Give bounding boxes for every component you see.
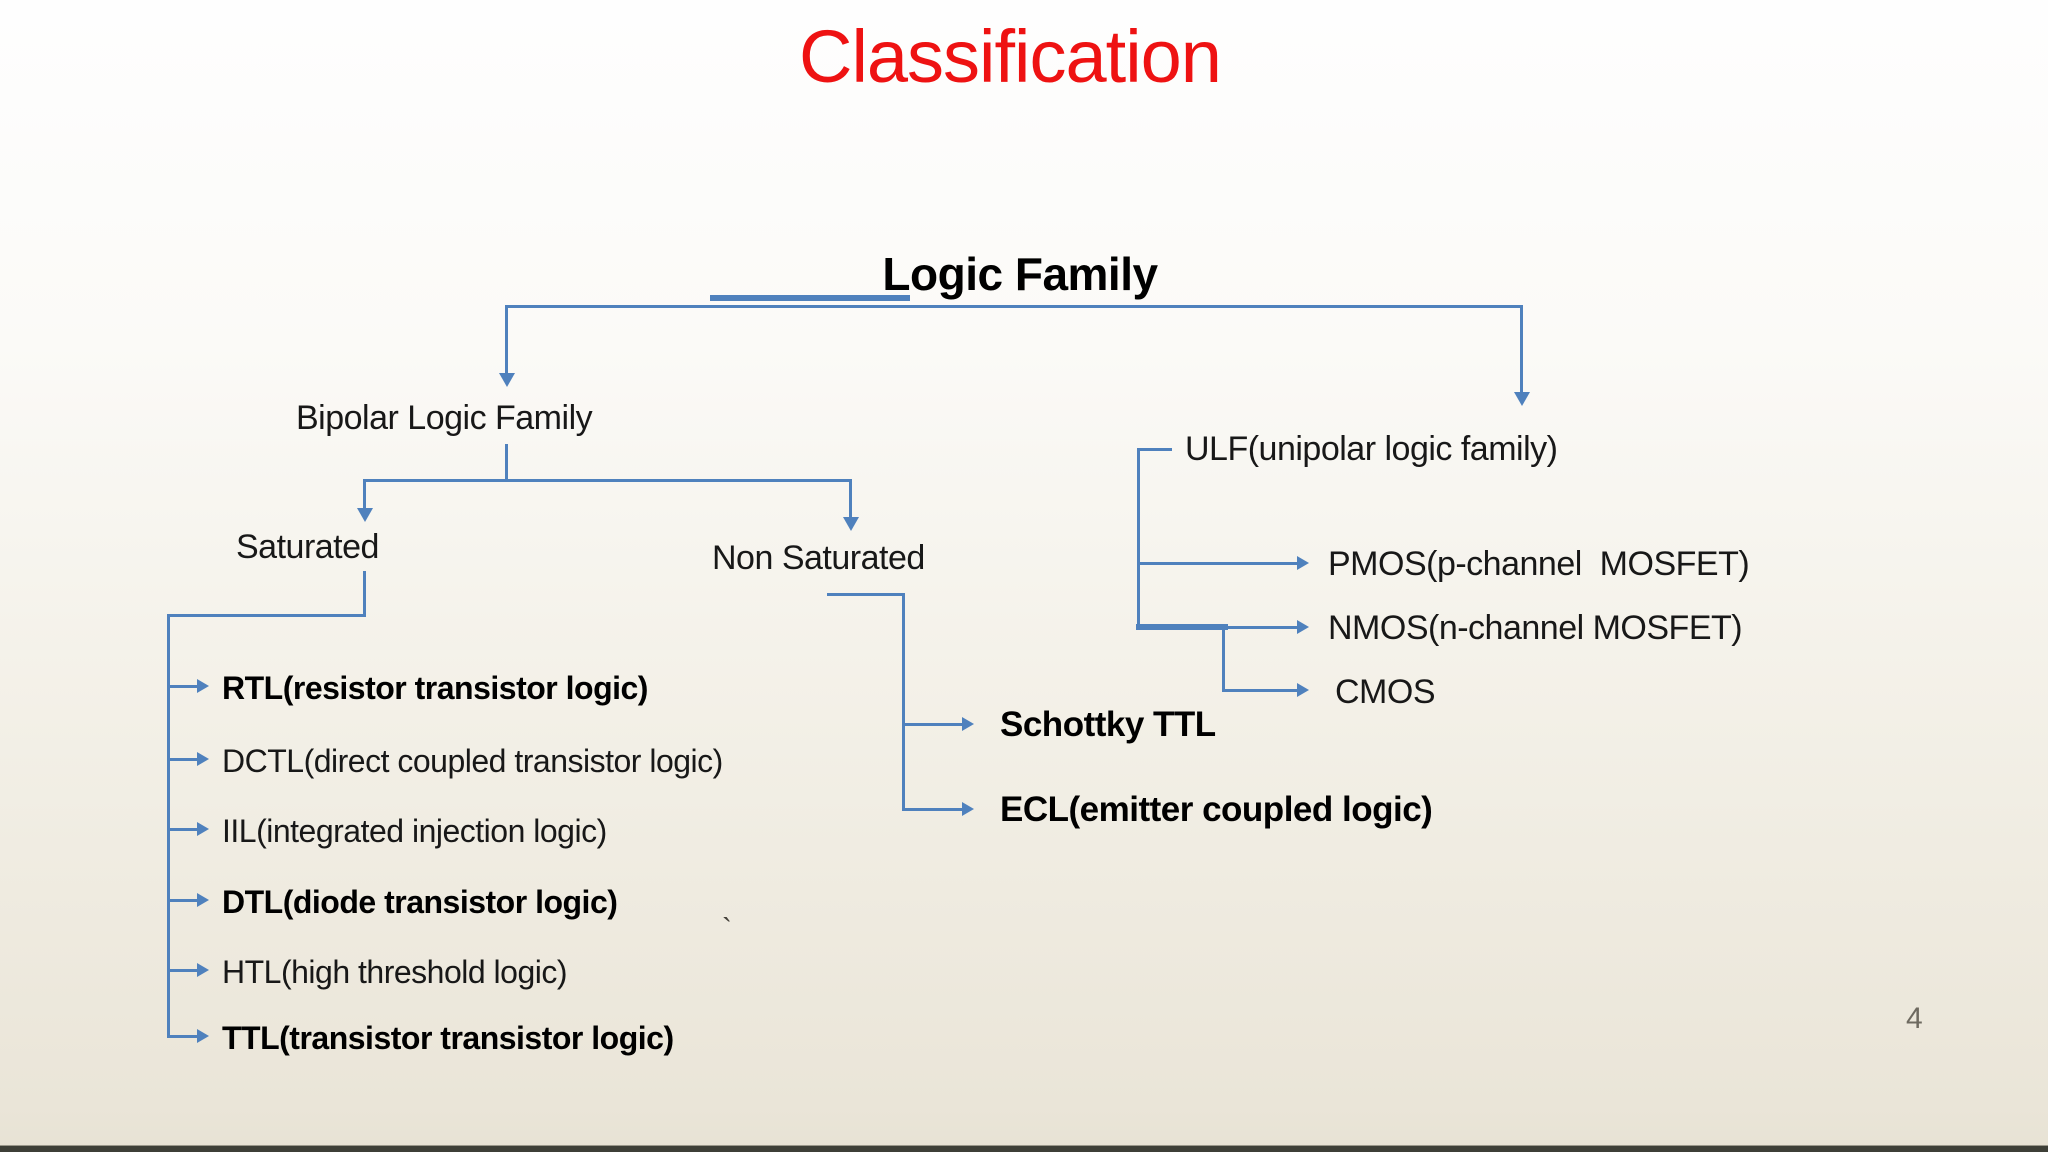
connector-nmos-thick-segment xyxy=(1136,624,1228,630)
connector-item-stub-cmos xyxy=(1222,689,1297,692)
connector-bipolar-sub-vertical xyxy=(505,444,508,482)
connector-root-underline xyxy=(710,295,910,301)
connector-item-stub-dtl xyxy=(167,899,197,902)
footer-bar xyxy=(0,1145,2048,1152)
arrow-right-icon xyxy=(197,822,209,836)
leaf-cmos: CMOS xyxy=(1335,673,1436,711)
leaf-dtl: DTL(diode transistor logic) xyxy=(222,884,618,920)
arrow-down-icon xyxy=(843,517,859,531)
leaf-nmos: NMOS(n-channel MOSFET) xyxy=(1328,609,1743,647)
arrow-right-icon xyxy=(197,679,209,693)
connector-saturated-rail xyxy=(167,614,170,1038)
leaf-ecl: ECL(emitter coupled logic) xyxy=(1000,790,1433,829)
leaf-schottky-ttl: Schottky TTL xyxy=(1000,705,1216,744)
leaf-pmos: PMOS(p-channel MOSFET) xyxy=(1328,545,1750,583)
leaf-htl: HTL(high threshold logic) xyxy=(222,954,568,990)
arrow-right-icon xyxy=(1297,620,1309,634)
arrow-down-icon xyxy=(357,508,373,522)
arrow-right-icon xyxy=(197,1029,209,1043)
connector-item-stub-pmos xyxy=(1137,562,1297,565)
connector-nonsaturated-rail xyxy=(902,593,905,811)
connector-item-stub-htl xyxy=(167,969,197,972)
connector-item-stub-ecl xyxy=(902,808,962,811)
node-non-saturated: Non Saturated xyxy=(712,539,925,577)
connector-item-stub-schottky xyxy=(902,723,962,726)
connector-item-stub-rtl xyxy=(167,685,197,688)
arrow-right-icon xyxy=(962,802,974,816)
arrow-down-icon xyxy=(499,373,515,387)
arrow-right-icon xyxy=(1297,556,1309,570)
connector-saturated-drop xyxy=(363,479,366,510)
stray-accent-mark: ` xyxy=(722,913,732,946)
connector-nonsaturated-sub-horizontal xyxy=(827,593,905,596)
connector-item-stub-ttl xyxy=(167,1035,197,1038)
leaf-iil: IIL(integrated injection logic) xyxy=(222,813,607,849)
page-number: 4 xyxy=(1906,1002,1923,1035)
connector-saturated-sub-horizontal xyxy=(167,614,366,617)
connector-right-branch-vertical xyxy=(1520,305,1523,394)
leaf-rtl: RTL(resistor transistor logic) xyxy=(222,670,648,706)
connector-ulf-stub xyxy=(1138,448,1172,451)
connector-bipolar-sub-horizontal xyxy=(364,479,852,482)
arrow-right-icon xyxy=(197,893,209,907)
connector-root-horizontal xyxy=(506,305,1522,308)
connector-item-stub-iil xyxy=(167,828,197,831)
root-node-logic-family: Logic Family xyxy=(882,248,1158,300)
connector-nonsaturated-drop xyxy=(849,479,852,519)
arrow-right-icon xyxy=(197,752,209,766)
leaf-ttl: TTL(transistor transistor logic) xyxy=(222,1020,674,1056)
arrow-down-icon xyxy=(1514,392,1530,406)
node-bipolar-logic-family: Bipolar Logic Family xyxy=(296,399,593,437)
node-ulf: ULF(unipolar logic family) xyxy=(1185,430,1558,468)
slide-title: Classification xyxy=(799,15,1222,98)
arrow-right-icon xyxy=(1297,683,1309,697)
connector-ulf-rail xyxy=(1137,448,1140,629)
connector-cmos-vertical xyxy=(1222,626,1225,692)
leaf-dctl: DCTL(direct coupled transistor logic) xyxy=(222,743,723,779)
connector-saturated-sub-vertical xyxy=(363,571,366,617)
connector-left-branch-vertical xyxy=(505,305,508,375)
arrow-right-icon xyxy=(962,717,974,731)
node-saturated: Saturated xyxy=(236,528,379,566)
connector-item-stub-dctl xyxy=(167,758,197,761)
arrow-right-icon xyxy=(197,963,209,977)
